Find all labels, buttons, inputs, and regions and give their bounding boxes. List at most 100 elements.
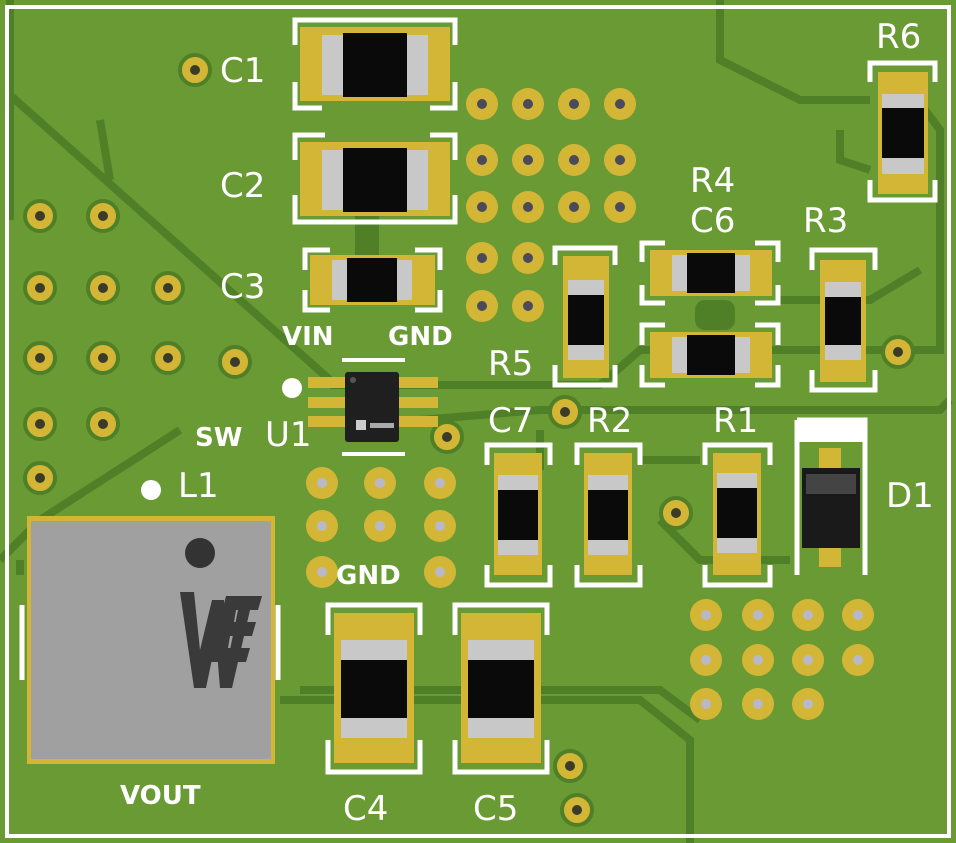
net-vin: VIN (282, 322, 334, 352)
via-hole (317, 478, 327, 488)
ref-r1: R1 (713, 401, 758, 441)
via-hole (163, 353, 173, 363)
ref-c6: C6 (690, 201, 735, 241)
via-hole (671, 508, 681, 518)
via-hole (523, 155, 533, 165)
via-hole (35, 211, 45, 221)
inductor-l1 (19, 480, 281, 764)
via-hole (35, 283, 45, 293)
ref-r4: R4 (690, 161, 735, 201)
via-hole (477, 253, 487, 263)
silkscreen-labels: C1 C2 C3 R5 R4 C6 R3 R6 U1 C7 R2 R1 L1 D… (120, 17, 934, 829)
via-hole (572, 805, 582, 815)
capacitor-c3 (302, 247, 443, 313)
via-hole (477, 301, 487, 311)
ref-c7: C7 (488, 401, 533, 441)
ref-u1: U1 (265, 415, 312, 455)
resistor-r2 (574, 442, 643, 588)
via-hole (753, 655, 763, 665)
cathode-band (797, 420, 865, 442)
via-hole (35, 353, 45, 363)
pin1-marker (141, 480, 161, 500)
via-hole (98, 353, 108, 363)
diode-d1 (794, 417, 868, 575)
via-hole (98, 283, 108, 293)
capacitor-c6 (639, 322, 781, 388)
via-hole (701, 655, 711, 665)
ref-c2: C2 (220, 166, 265, 206)
ref-l1: L1 (178, 466, 219, 506)
via-hole (523, 253, 533, 263)
via-hole (98, 211, 108, 221)
via-hole (893, 347, 903, 357)
capacitor-c4 (325, 602, 423, 775)
via-hole (569, 202, 579, 212)
via-hole (615, 202, 625, 212)
ref-c5: C5 (473, 789, 518, 829)
via-hole (569, 155, 579, 165)
pin1-marker (282, 378, 302, 398)
via-hole (523, 301, 533, 311)
ref-r6: R6 (876, 17, 921, 57)
via-hole (560, 407, 570, 417)
ref-r2: R2 (587, 401, 632, 441)
copper-pour (695, 300, 735, 330)
via-hole (803, 655, 813, 665)
via-hole (569, 99, 579, 109)
via-hole (435, 521, 445, 531)
via-hole (317, 521, 327, 531)
via-hole (803, 610, 813, 620)
via-hole (435, 567, 445, 577)
capacitor-c5 (452, 602, 550, 775)
via-hole (615, 155, 625, 165)
resistor-r5 (552, 245, 618, 388)
net-gnd-top: GND (388, 322, 453, 352)
via-hole (435, 478, 445, 488)
via-hole (615, 99, 625, 109)
via-hole (442, 432, 452, 442)
we-logo-icon (180, 592, 262, 688)
ref-r3: R3 (803, 201, 848, 241)
via-hole (163, 283, 173, 293)
via-hole (375, 521, 385, 531)
resistor-r4 (639, 240, 781, 306)
ic-u1 (282, 358, 438, 456)
ref-c1: C1 (220, 51, 265, 91)
via-hole (477, 202, 487, 212)
via-hole (803, 699, 813, 709)
via-field (23, 53, 915, 827)
via-hole (375, 478, 385, 488)
net-sw: SW (195, 423, 242, 453)
via-hole (35, 419, 45, 429)
via-hole (523, 99, 533, 109)
via-hole (477, 99, 487, 109)
via-hole (190, 65, 200, 75)
via-hole (853, 610, 863, 620)
via-hole (701, 699, 711, 709)
via-hole (317, 567, 327, 577)
capacitor-c1 (292, 17, 458, 111)
via-hole (477, 155, 487, 165)
net-vout: VOUT (120, 781, 201, 811)
board-outline (5, 5, 951, 838)
ti-logo-icon (356, 420, 366, 430)
ref-c4: C4 (343, 789, 388, 829)
via-hole (753, 610, 763, 620)
orientation-dot (185, 538, 215, 568)
resistor-r3 (809, 247, 878, 393)
via-hole (853, 655, 863, 665)
via-hole (753, 699, 763, 709)
net-gnd-bottom: GND (336, 561, 401, 591)
ref-d1: D1 (886, 476, 934, 516)
capacitor-c7 (484, 442, 553, 588)
capacitor-c2 (292, 132, 458, 225)
ref-r5: R5 (488, 344, 533, 384)
via-hole (701, 610, 711, 620)
via-hole (230, 357, 240, 367)
via-hole (565, 761, 575, 771)
via-hole (35, 473, 45, 483)
ref-c3: C3 (220, 267, 265, 307)
resistor-r6 (867, 60, 938, 203)
via-hole (98, 419, 108, 429)
